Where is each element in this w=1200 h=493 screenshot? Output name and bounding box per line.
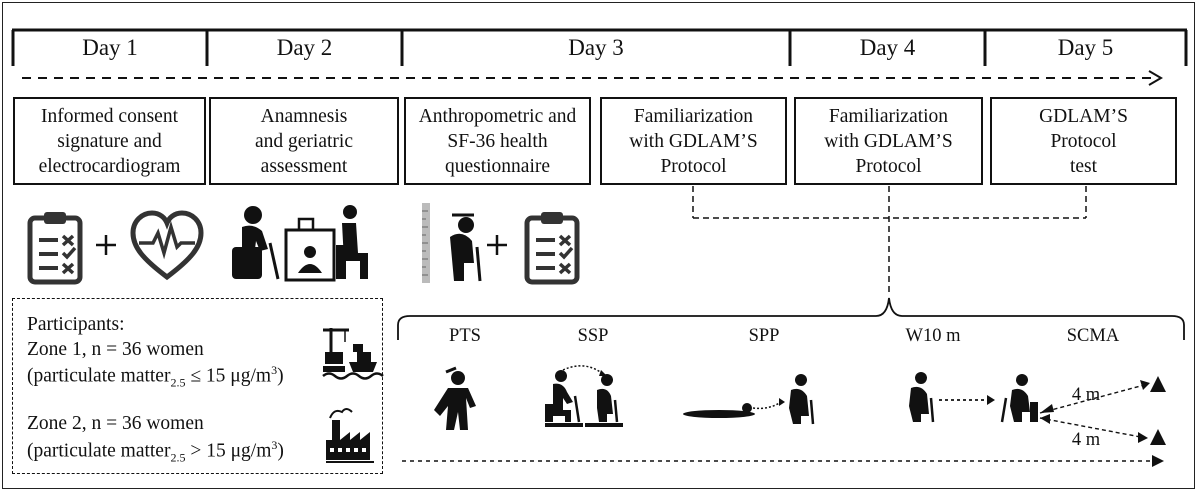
person-pain-icon	[434, 366, 476, 430]
step-box-familiarization-1: Familiarization with GDLAM’S Protocol	[600, 97, 787, 185]
clipboard-checklist-icon	[27, 212, 83, 285]
step-box-anthropometric: Anthropometric and SF-36 health question…	[404, 97, 591, 185]
participants-box: Participants: Zone 1, n = 36 women (part…	[12, 298, 383, 474]
step-line: with GDLAM’S	[824, 130, 953, 152]
height-measure-elderly-icon	[422, 203, 482, 283]
step-line: Anamnesis	[260, 105, 348, 127]
step-line: GDLAM’S	[1039, 105, 1128, 127]
test-label-w10m: W10 m	[905, 326, 961, 346]
step-line: Protocol	[660, 155, 727, 177]
walking-icon	[1000, 374, 1038, 423]
distance-label-lower: 4 m	[1071, 430, 1101, 450]
distance-label-upper: 4 m	[1071, 385, 1101, 405]
day-2-label: Day 2	[276, 35, 333, 60]
step-line: Protocol	[1050, 130, 1117, 152]
cone-icon	[1150, 429, 1166, 445]
test-label-scma: SCMA	[1066, 326, 1120, 346]
step-line: Protocol	[855, 155, 922, 177]
step-line: Familiarization	[828, 105, 949, 127]
step-line: test	[1069, 155, 1098, 177]
heart-ecg-icon	[130, 210, 204, 281]
day-1-label: Day 1	[82, 35, 138, 60]
day-5-label: Day 5	[1057, 35, 1114, 60]
walking-icon	[909, 372, 995, 423]
sitting-standing-icon	[545, 365, 623, 427]
step-box-familiarization-2: Familiarization with GDLAM’S Protocol	[794, 97, 983, 185]
step-line: assessment	[260, 155, 348, 177]
cone-icon	[1150, 376, 1166, 392]
step-line: with GDLAM’S	[629, 130, 758, 152]
step-line: Informed consent	[41, 105, 178, 127]
step-line: questionnaire	[444, 155, 551, 177]
step-line: Familiarization	[633, 105, 754, 127]
step-line: and geriatric	[255, 130, 353, 152]
zone-1-count: Zone 1, n = 36 women	[27, 339, 204, 360]
test-label-spp: SPP	[748, 326, 780, 346]
step-box-consent: Informed consent signature and electroca…	[13, 97, 206, 185]
plus-icon	[96, 235, 116, 255]
step-line: signature and	[57, 130, 162, 152]
lying-standing-icon	[683, 374, 815, 425]
day-3-label: Day 3	[568, 35, 624, 60]
step-line: Anthropometric and	[418, 105, 577, 127]
geriatric-consultation-icon	[232, 205, 368, 282]
step-line: electrocardiogram	[38, 155, 181, 177]
step-box-anamnesis: Anamnesis and geriatric assessment	[209, 97, 399, 185]
clipboard-checklist-icon	[524, 212, 580, 285]
day-4-label: Day 4	[859, 35, 916, 60]
zone-2-count: Zone 2, n = 36 women	[27, 413, 204, 434]
plus-icon	[487, 235, 507, 255]
zone-2-pm: (particulate matter2.5 > 15 μg/m3)	[27, 438, 284, 465]
step-line: SF-36 health	[447, 130, 548, 152]
zone-1-pm: (particulate matter2.5 ≤ 15 μg/m3)	[27, 363, 284, 390]
factory-icon	[326, 408, 374, 463]
test-label-ssp: SSP	[577, 326, 609, 346]
port-industry-icon	[322, 328, 384, 380]
step-box-protocol-test: GDLAM’S Protocol test	[990, 97, 1177, 185]
participants-title: Participants:	[27, 314, 125, 335]
test-label-pts: PTS	[449, 326, 481, 346]
